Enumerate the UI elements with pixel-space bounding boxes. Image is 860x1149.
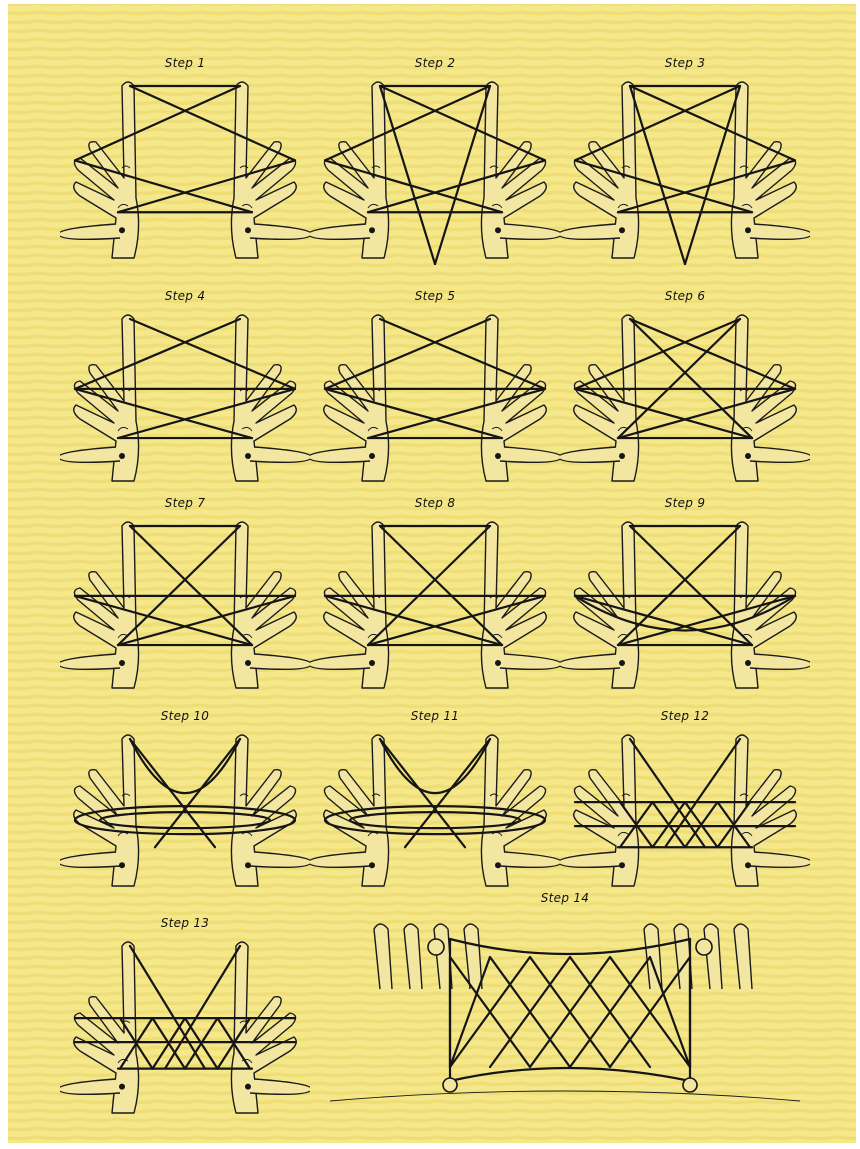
- left-hand: [310, 522, 389, 688]
- step-label: Step 1: [60, 56, 310, 70]
- left-hand: [60, 522, 139, 688]
- string-figure-drawing: [560, 514, 810, 696]
- step-7-figure: Step 7: [60, 496, 310, 696]
- left-hand: [560, 522, 639, 688]
- right-hand: [731, 82, 810, 258]
- right-hand: [481, 522, 560, 688]
- step-2-figure: Step 2: [310, 56, 560, 266]
- step-label: Step 10: [60, 709, 310, 723]
- step-13-figure: Step 13: [60, 916, 310, 1121]
- step-label: Step 2: [310, 56, 560, 70]
- step-11-figure: Step 11: [310, 709, 560, 894]
- string-figure-drawing: [60, 727, 310, 894]
- string-figure-drawing: [60, 514, 310, 696]
- step-8-figure: Step 8: [310, 496, 560, 696]
- right-hand: [481, 82, 560, 258]
- right-hand: [231, 82, 310, 258]
- step-6-figure: Step 6: [560, 289, 810, 489]
- step-label: Step 7: [60, 496, 310, 510]
- right-hand: [481, 315, 560, 481]
- step-label: Step 13: [60, 916, 310, 930]
- string-figure-drawing: [320, 909, 810, 1121]
- step-label: Step 11: [310, 709, 560, 723]
- step-label: Step 12: [560, 709, 810, 723]
- step-label: Step 4: [60, 289, 310, 303]
- left-hand: [310, 315, 389, 481]
- left-hand: [560, 82, 639, 258]
- left-hand: [310, 82, 389, 258]
- string-figure-drawing: [60, 307, 310, 489]
- string-figure-drawing: [560, 307, 810, 489]
- right-hand: [231, 315, 310, 481]
- right-hand: [731, 315, 810, 481]
- string-figure-drawing: [560, 727, 810, 894]
- step-10-figure: Step 10: [60, 709, 310, 894]
- step-label: Step 6: [560, 289, 810, 303]
- step-14-figure: Step 14: [320, 891, 810, 1121]
- step-label: Step 14: [320, 891, 810, 905]
- string-figure-drawing: [310, 307, 560, 489]
- string-figure-drawing: [60, 934, 310, 1121]
- string-figure-drawing: [310, 514, 560, 696]
- step-label: Step 9: [560, 496, 810, 510]
- step-12-figure: Step 12: [560, 709, 810, 894]
- right-hand: [231, 522, 310, 688]
- string-figure-drawing: [560, 74, 810, 266]
- right-hand: [731, 522, 810, 688]
- step-3-figure: Step 3: [560, 56, 810, 266]
- step-4-figure: Step 4: [60, 289, 310, 489]
- left-hand: [560, 315, 639, 481]
- step-5-figure: Step 5: [310, 289, 560, 489]
- step-9-figure: Step 9: [560, 496, 810, 696]
- step-label: Step 8: [310, 496, 560, 510]
- step-label: Step 3: [560, 56, 810, 70]
- left-hand: [60, 315, 139, 481]
- string-figure-drawing: [60, 74, 310, 266]
- step-1-figure: Step 1: [60, 56, 310, 266]
- string-figure-drawing: [310, 74, 560, 266]
- left-hand: [60, 82, 139, 258]
- step-label: Step 5: [310, 289, 560, 303]
- string-figure-drawing: [310, 727, 560, 894]
